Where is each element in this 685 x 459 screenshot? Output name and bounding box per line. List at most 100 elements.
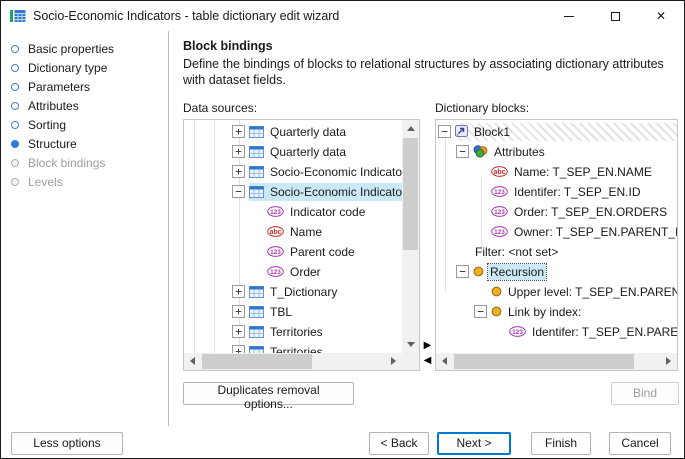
scroll-right-button[interactable]: [385, 353, 402, 370]
tree-item-identifer-t-sep-en-id[interactable]: 123 Identifer: T_SEP_EN.ID: [436, 182, 677, 202]
tree-item-recursion[interactable]: − Recursion: [436, 262, 677, 282]
collapse-minus-icon[interactable]: −: [456, 265, 469, 278]
sidebar-step-sorting[interactable]: Sorting: [1, 115, 168, 134]
svg-text:123: 123: [494, 229, 505, 236]
minimize-button[interactable]: [546, 1, 592, 31]
number-badge-icon: 123: [491, 186, 508, 197]
data-sources-label: Data sources:: [183, 100, 258, 115]
tree-item-block1[interactable]: −Block1: [436, 122, 677, 142]
tree-item-indicator-code[interactable]: 123 Indicator code: [184, 202, 402, 222]
tree-item-label: Recursion: [486, 262, 548, 281]
scroll-up-button[interactable]: [402, 120, 419, 137]
bind-button[interactable]: Bind: [611, 381, 679, 405]
tree-item-label: Identifer: T_SEP_EN.ID: [514, 184, 641, 199]
scroll-left-button[interactable]: [184, 353, 201, 370]
tree-item-territories[interactable]: + Territories: [184, 342, 402, 353]
finish-button[interactable]: Finish: [531, 431, 591, 455]
tree-item-label: Indicator code: [290, 204, 366, 219]
arrow-down-icon: [406, 341, 415, 347]
expand-plus-icon[interactable]: +: [232, 345, 245, 353]
scroll-left-button[interactable]: [436, 353, 453, 370]
tree-item-territories[interactable]: +Territories: [184, 322, 402, 342]
sidebar-step-parameters[interactable]: Parameters: [1, 77, 168, 96]
scroll-down-button[interactable]: [402, 336, 419, 353]
tree-item-quarterly-data[interactable]: + Quarterly data: [184, 142, 402, 162]
table-icon: [249, 145, 264, 158]
step-label: Attributes: [28, 98, 79, 113]
step-label: Block bindings: [28, 155, 106, 170]
step-label: Parameters: [28, 79, 91, 94]
sidebar-step-attributes[interactable]: Attributes: [1, 96, 168, 115]
tree-item-link-by-index[interactable]: −Link by index:: [436, 302, 677, 322]
scrollbar-thumb[interactable]: [403, 137, 418, 250]
tree-item-name-t-sep-en-name[interactable]: abc Name: T_SEP_EN.NAME: [436, 162, 677, 182]
tree-item-label: Territories: [270, 344, 323, 353]
collapse-minus-icon[interactable]: −: [474, 305, 487, 318]
scroll-right-button[interactable]: [660, 353, 677, 370]
tree-item-attributes[interactable]: −Attributes: [436, 142, 677, 162]
page-description: Define the bindings of blocks to relatio…: [183, 57, 664, 87]
collapse-minus-icon[interactable]: −: [232, 185, 245, 198]
svg-text:abc: abc: [493, 169, 505, 176]
data-sources-tree: +Quarterly data+Quarterly data+Socio-Eco…: [184, 119, 402, 353]
sidebar-step-block-bindings[interactable]: Block bindings: [1, 153, 168, 172]
cancel-button[interactable]: Cancel: [609, 431, 671, 455]
collapse-minus-icon[interactable]: −: [456, 145, 469, 158]
duplicates-removal-options-button[interactable]: Duplicates removal options...: [183, 381, 354, 411]
maximize-button[interactable]: [592, 1, 638, 31]
horizontal-scrollbar[interactable]: [184, 352, 402, 370]
move-left-icon[interactable]: ◀: [423, 354, 432, 366]
sidebar-step-structure[interactable]: Structure: [1, 134, 168, 153]
expand-plus-icon[interactable]: +: [232, 165, 245, 178]
dictionary-blocks-tree: −Block1−Attributes abc Name: T_SEP_EN.NAME…: [436, 120, 677, 353]
close-button[interactable]: ✕: [638, 1, 684, 31]
arrow-left-icon: [442, 357, 447, 365]
bind-move-controls: ▶ ◀: [420, 119, 435, 371]
expand-plus-icon[interactable]: +: [232, 125, 245, 138]
horizontal-scrollbar[interactable]: [436, 352, 677, 370]
tree-item-label: Identifer: T_SEP_EN.PARENT_ID: [532, 324, 677, 339]
expand-plus-icon[interactable]: +: [232, 145, 245, 158]
expand-plus-icon[interactable]: +: [232, 325, 245, 338]
less-options-button[interactable]: Less options: [11, 431, 123, 455]
tree-item-socio-economic-indicators[interactable]: +Socio-Economic Indicators: [184, 162, 402, 182]
tree-item-label: Quarterly data: [270, 144, 347, 159]
text-badge-icon: abc: [491, 166, 508, 177]
step-circle-icon: [11, 101, 19, 110]
scrollbar-thumb[interactable]: [454, 353, 634, 369]
tree-item-label: Quarterly data: [270, 124, 347, 139]
collapse-minus-icon[interactable]: −: [438, 125, 451, 138]
expand-plus-icon[interactable]: +: [232, 285, 245, 298]
tree-item-socio-economic-indicators[interactable]: − Socio-Economic Indicators: [184, 182, 402, 202]
scrollbar-thumb[interactable]: [202, 353, 312, 369]
step-label: Dictionary type: [28, 60, 108, 75]
back-button[interactable]: < Back: [369, 431, 429, 455]
tree-item-filter-not-set[interactable]: Filter: <not set>: [436, 242, 677, 262]
expand-plus-icon[interactable]: +: [232, 305, 245, 318]
tree-item-upper-level-t-sep-en-parent-id[interactable]: Upper level: T_SEP_EN.PARENT_ID: [436, 282, 677, 302]
sidebar-step-basic-properties[interactable]: Basic properties: [1, 39, 168, 58]
yellow-circle-icon: [473, 266, 484, 277]
title-bar: Socio-Economic Indicators - table dictio…: [1, 1, 684, 31]
sidebar-step-levels[interactable]: Levels: [1, 172, 168, 191]
svg-text:123: 123: [270, 209, 281, 216]
sidebar-step-dictionary-type[interactable]: Dictionary type: [1, 58, 168, 77]
tree-item-label: Parent code: [290, 244, 355, 259]
vertical-scrollbar[interactable]: [402, 119, 419, 353]
yellow-circle-icon: [491, 306, 502, 317]
tree-item-quarterly-data[interactable]: + Quarterly data: [184, 122, 402, 142]
tree-item-label: Socio-Economic Indicators: [270, 184, 402, 199]
move-right-icon[interactable]: ▶: [423, 339, 432, 351]
step-label: Basic properties: [28, 41, 115, 56]
tree-item-t-dictionary[interactable]: +T_Dictionary: [184, 282, 402, 302]
tree-item-label: Name: T_SEP_EN.NAME: [514, 164, 652, 179]
tree-item-label: Name: [290, 224, 323, 239]
tree-item-tbl[interactable]: +TBL: [184, 302, 402, 322]
next-button[interactable]: Next >: [437, 431, 511, 455]
